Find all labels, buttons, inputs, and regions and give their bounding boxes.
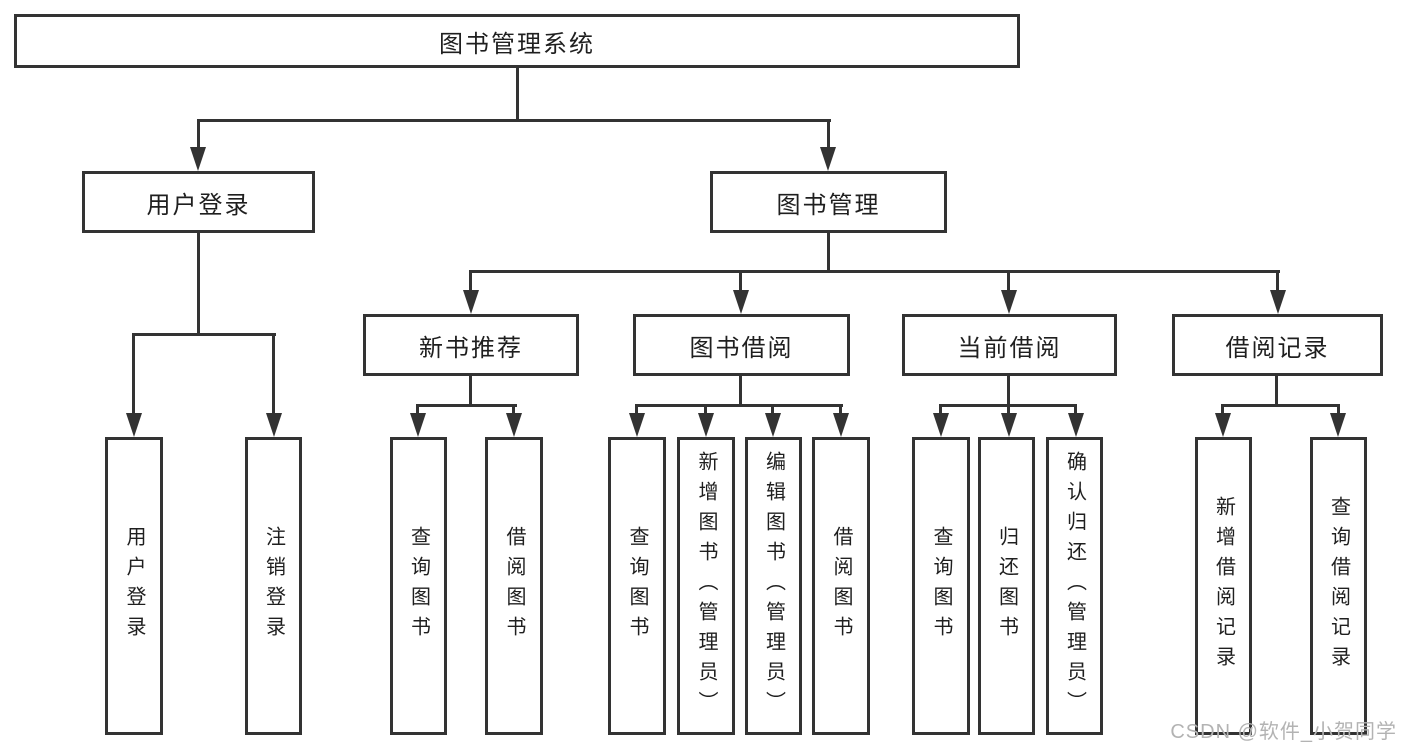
node-library-management-system: 图书管理系统 — [14, 14, 1020, 68]
connector-line — [1275, 374, 1278, 407]
node-book-management: 图书管理 — [710, 171, 947, 233]
connector-line — [197, 119, 831, 122]
leaf-label: 查询图书 — [930, 526, 952, 646]
connector-line — [132, 333, 276, 336]
arrowhead-down-icon — [1001, 290, 1017, 314]
arrowhead-down-icon — [698, 413, 714, 437]
arrowhead-down-icon — [266, 413, 282, 437]
leaf-label: 用户登录 — [123, 526, 145, 646]
node-label: 图书管理 — [776, 191, 881, 219]
connector-line — [635, 404, 638, 416]
arrowhead-down-icon — [463, 290, 479, 314]
node-label: 图书借阅 — [689, 334, 794, 362]
connector-line — [827, 119, 830, 151]
leaf-logout: 注销登录 — [245, 437, 302, 735]
leaf-user-login: 用户登录 — [105, 437, 163, 735]
leaf-records-add-record: 新增借阅记录 — [1195, 437, 1252, 735]
arrowhead-down-icon — [1330, 413, 1346, 437]
arrowhead-down-icon — [1215, 413, 1231, 437]
connector-line — [635, 404, 843, 407]
connector-line — [1221, 404, 1340, 407]
leaf-label: 新增图书（管理员） — [695, 451, 717, 721]
connector-line — [1007, 270, 1010, 292]
arrowhead-down-icon — [126, 413, 142, 437]
connector-line — [416, 404, 419, 416]
arrowhead-down-icon — [765, 413, 781, 437]
connector-line — [1221, 404, 1224, 416]
leaf-current-confirm-return-admin: 确认归还（管理员） — [1046, 437, 1103, 735]
leaf-borrow-add-book-admin: 新增图书（管理员） — [677, 437, 735, 735]
leaf-label: 编辑图书（管理员） — [762, 451, 785, 721]
connector-line — [469, 270, 472, 292]
node-label: 图书管理系统 — [439, 30, 595, 58]
connector-line — [1007, 374, 1010, 407]
leaf-label: 确认归还（管理员） — [1063, 451, 1086, 721]
connector-line — [516, 66, 519, 122]
leaf-current-query-book: 查询图书 — [912, 437, 970, 735]
arrowhead-down-icon — [933, 413, 949, 437]
leaf-newrec-query-book: 查询图书 — [390, 437, 447, 735]
leaf-borrow-edit-book-admin: 编辑图书（管理员） — [745, 437, 802, 735]
node-user-login: 用户登录 — [82, 171, 315, 233]
connector-line — [132, 333, 135, 415]
leaf-borrow-query-book: 查询图书 — [608, 437, 666, 735]
leaf-label: 借阅图书 — [830, 526, 852, 646]
arrowhead-down-icon — [410, 413, 426, 437]
arrowhead-down-icon — [833, 413, 849, 437]
leaf-current-return-book: 归还图书 — [978, 437, 1035, 735]
connector-line — [739, 374, 742, 407]
node-current-borrow: 当前借阅 — [902, 314, 1117, 376]
node-label: 用户登录 — [146, 191, 251, 219]
leaf-label: 注销登录 — [262, 526, 285, 646]
node-label: 当前借阅 — [957, 334, 1062, 362]
connector-line — [704, 404, 707, 416]
leaf-newrec-borrow-book: 借阅图书 — [485, 437, 543, 735]
arrowhead-down-icon — [1001, 413, 1017, 437]
csdn-watermark: CSDN @软件_小贺同学 — [1170, 721, 1397, 743]
leaf-borrow-borrow-book: 借阅图书 — [812, 437, 870, 735]
node-label: 借阅记录 — [1225, 334, 1330, 362]
connector-line — [469, 270, 1280, 273]
connector-line — [827, 231, 830, 273]
arrowhead-down-icon — [1068, 413, 1084, 437]
arrowhead-down-icon — [733, 290, 749, 314]
arrowhead-down-icon — [629, 413, 645, 437]
connector-line — [739, 270, 742, 292]
connector-line — [416, 404, 517, 407]
leaf-label: 查询借阅记录 — [1327, 496, 1350, 676]
leaf-label: 查询图书 — [626, 526, 648, 646]
connector-line — [197, 231, 200, 336]
connector-line — [1276, 270, 1279, 292]
leaf-label: 借阅图书 — [503, 526, 525, 646]
leaf-label: 查询图书 — [407, 526, 430, 646]
node-new-book-recommend: 新书推荐 — [363, 314, 579, 376]
node-label: 新书推荐 — [419, 334, 523, 362]
leaf-label: 归还图书 — [995, 526, 1018, 646]
leaf-label: 新增借阅记录 — [1212, 496, 1235, 676]
connector-line — [1007, 404, 1010, 416]
connector-line — [469, 374, 472, 407]
connector-line — [1337, 404, 1340, 416]
connector-line — [512, 404, 515, 416]
arrowhead-down-icon — [190, 147, 206, 171]
arrowhead-down-icon — [1270, 290, 1286, 314]
connector-line — [839, 404, 842, 416]
connector-line — [771, 404, 774, 416]
connector-line — [939, 404, 942, 416]
connector-line — [197, 119, 200, 151]
arrowhead-down-icon — [506, 413, 522, 437]
connector-line — [1074, 404, 1077, 416]
connector-line — [272, 333, 275, 415]
arrowhead-down-icon — [820, 147, 836, 171]
leaf-records-query-record: 查询借阅记录 — [1310, 437, 1367, 735]
node-book-borrow: 图书借阅 — [633, 314, 850, 376]
node-borrow-records: 借阅记录 — [1172, 314, 1383, 376]
